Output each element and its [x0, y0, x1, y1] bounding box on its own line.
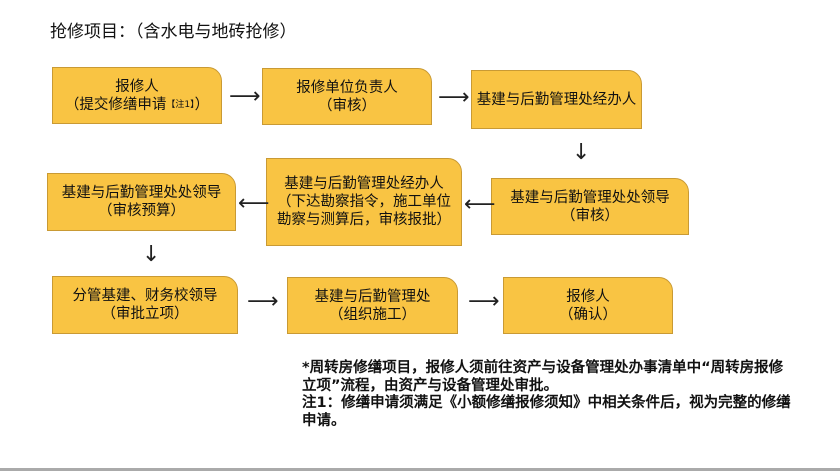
step-label: 基建与后勤管理处经办人 — [284, 176, 444, 192]
step-label: 报修人 — [566, 288, 610, 305]
step-label: 报修人 — [115, 78, 159, 95]
arrow-down-icon: ↓ — [142, 242, 161, 267]
step-sub-text: （提交修缮申请 — [64, 96, 167, 113]
arrow-left-icon: ⟵ — [238, 191, 270, 216]
arrow-down-icon: ↓ — [572, 140, 591, 165]
notes: *周转房修缮项目，报修人须前往资产与设备管理处办事清单中“周转房报修立项”流程，… — [302, 360, 792, 430]
note-turnover-housing: *周转房修缮项目，报修人须前往资产与设备管理处办事清单中“周转房报修立项”流程，… — [302, 360, 784, 394]
step-sub: （审核） — [318, 97, 376, 114]
step-logistics-construction: 基建与后勤管理处 （组织施工） — [287, 277, 458, 334]
step-label: 基建与后勤管理处 — [314, 288, 431, 305]
step-label: 报修单位负责人 — [296, 79, 398, 96]
arrow-right-icon: ⟶ — [438, 85, 470, 110]
page-title: 抢修项目：（含水电与地砖抢修） — [50, 22, 297, 42]
step-vice-president-approve: 分管基建、财务校领导 （审批立项） — [52, 276, 238, 334]
step-sub: （审批立项） — [101, 306, 189, 322]
step-sub: （组织施工） — [329, 306, 416, 323]
step-logistics-director-budget: 基建与后勤管理处处领导 （审核预算） — [47, 173, 236, 231]
step-label: 基建与后勤管理处经办人 — [476, 91, 637, 108]
arrow-right-icon: ⟶ — [229, 84, 261, 109]
step-sub: （审核） — [561, 207, 619, 224]
arrow-left-icon: ⟵ — [464, 192, 496, 217]
step-sub: （提交修缮申请【注1】） — [65, 96, 209, 114]
step-reporter-submit: 报修人 （提交修缮申请【注1】） — [52, 67, 222, 124]
step-logistics-clerk: 基建与后勤管理处经办人 — [471, 70, 642, 129]
step-sub: （确认） — [559, 306, 617, 323]
step-sub: 勘察与测算后，审核报批） — [277, 212, 451, 228]
step-reporter-confirm: 报修人 （确认） — [503, 277, 673, 334]
arrow-right-icon: ⟶ — [468, 289, 500, 314]
footnote-ref: 【注1】 — [166, 99, 195, 110]
step-sub: （审核预算） — [98, 203, 185, 219]
step-label: 基建与后勤管理处处领导 — [510, 189, 670, 206]
step-unit-head-review: 报修单位负责人 （审核） — [262, 68, 432, 125]
step-logistics-director-review: 基建与后勤管理处处领导 （审核） — [491, 178, 689, 235]
divider — [0, 468, 840, 471]
step-label: 分管基建、财务校领导 — [72, 288, 218, 304]
step-logistics-clerk-survey: 基建与后勤管理处经办人 （下达勘察指令，施工单位 勘察与测算后，审核报批） — [266, 158, 462, 246]
arrow-right-icon: ⟶ — [247, 289, 279, 314]
step-label: 基建与后勤管理处处领导 — [61, 185, 222, 201]
step-sub-close: ） — [194, 96, 210, 113]
note-footnote-1: 注1：修缮申请须满足《小额修缮报修须知》中相关条件后，视为完整的修缮申请。 — [302, 395, 791, 429]
step-sub: （下达勘察指令，施工单位 — [277, 194, 451, 210]
